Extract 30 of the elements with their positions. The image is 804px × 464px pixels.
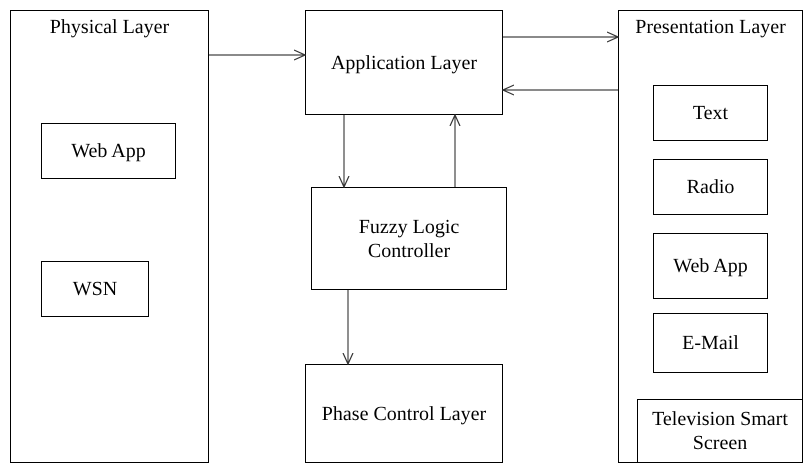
layer-box [305, 10, 503, 115]
layer-box [653, 313, 768, 373]
box-label: Television Smart Screen [651, 407, 789, 455]
box-label: Web App [673, 254, 748, 278]
arrow [503, 31, 619, 43]
box-label: Phase Control Layer [322, 402, 486, 426]
box-label: E-Mail [682, 331, 739, 355]
layer-box [653, 233, 768, 299]
box-label: Text [692, 101, 728, 125]
box-label: Radio [686, 175, 734, 199]
layer-box [10, 10, 209, 463]
box-label: Application Layer [330, 50, 478, 74]
arrow [342, 290, 354, 365]
arrow [209, 49, 306, 61]
layer-box [618, 10, 803, 463]
box-label: Web App [71, 139, 146, 163]
arrow [449, 114, 461, 187]
layer-box [41, 123, 176, 179]
box-label: Fuzzy Logic Controller [358, 214, 460, 262]
box-label: Presentation Layer [635, 15, 786, 39]
layer-box [653, 85, 768, 141]
layer-box [41, 261, 149, 317]
layer-box [637, 399, 803, 463]
layer-box [653, 159, 768, 215]
arrow [338, 115, 350, 188]
layer-box [305, 364, 503, 463]
box-label: Physical Layer [50, 15, 170, 39]
arrow [502, 84, 618, 96]
box-label: WSN [72, 277, 118, 301]
layer-box [311, 187, 507, 290]
